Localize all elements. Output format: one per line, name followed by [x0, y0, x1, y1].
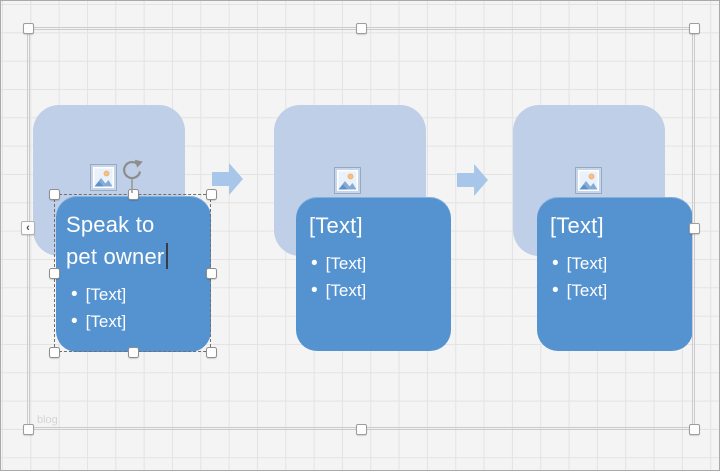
insert-picture-icon[interactable] — [90, 164, 117, 191]
node-bullet[interactable]: • [Text] — [311, 277, 443, 304]
rotate-icon[interactable] — [120, 159, 144, 195]
node-handle-top-left[interactable] — [49, 189, 60, 200]
node-title[interactable]: [Text] — [547, 210, 674, 242]
node-title-text: Speak to pet owner — [66, 212, 165, 269]
node-handle-bottom-right[interactable] — [206, 347, 217, 358]
node-bullet[interactable]: • [Text] — [311, 250, 443, 277]
node-title-text: [Text] — [550, 213, 604, 238]
smartart-node-3[interactable]: [Text] • [Text] • [Text] — [537, 197, 693, 351]
bullet-text: [Text] — [566, 254, 608, 273]
faint-background-text: blog — [37, 414, 58, 426]
bullet-icon: • — [552, 280, 559, 301]
bullet-icon: • — [71, 284, 78, 305]
selection-handle-top-right[interactable] — [689, 23, 700, 34]
node-bullet[interactable]: • [Text] — [552, 250, 685, 277]
selection-handle-top-center[interactable] — [356, 23, 367, 34]
node-handle-top-center[interactable] — [128, 189, 139, 200]
node-handle-mid-left[interactable] — [49, 268, 60, 279]
bullet-icon: • — [311, 253, 318, 274]
node-handle-top-right[interactable] — [206, 189, 217, 200]
bullet-text: [Text] — [566, 281, 608, 300]
selection-handle-bottom-left[interactable] — [23, 424, 34, 435]
node-handle-bottom-left[interactable] — [49, 347, 60, 358]
node-bullet[interactable]: • [Text] — [71, 281, 203, 308]
bullet-text: [Text] — [85, 285, 127, 304]
selection-handle-bottom-center[interactable] — [356, 424, 367, 435]
node-bullet[interactable]: • [Text] — [552, 277, 685, 304]
bullet-text: [Text] — [325, 281, 367, 300]
insert-picture-icon[interactable] — [575, 167, 602, 194]
insert-picture-icon[interactable] — [334, 167, 361, 194]
text-pane-toggle-button[interactable]: ‹ — [21, 221, 35, 235]
bullet-icon: • — [311, 280, 318, 301]
node-title[interactable]: Speak to pet owner — [66, 209, 190, 273]
selection-handle-top-left[interactable] — [23, 23, 34, 34]
selection-handle-mid-right[interactable] — [689, 223, 700, 234]
smartart-node-2[interactable]: [Text] • [Text] • [Text] — [296, 197, 451, 351]
smartart-node-1[interactable]: Speak to pet owner • [Text] • [Text] — [56, 196, 211, 352]
node-handle-mid-right[interactable] — [206, 268, 217, 279]
selection-handle-bottom-right[interactable] — [689, 424, 700, 435]
bullet-text: [Text] — [85, 312, 127, 331]
text-cursor — [166, 243, 169, 269]
bullet-text: [Text] — [325, 254, 367, 273]
node-bullet[interactable]: • [Text] — [71, 308, 203, 335]
node-selection-border — [54, 194, 211, 352]
node-title[interactable]: [Text] — [306, 210, 433, 242]
chevron-left-icon: ‹ — [26, 221, 30, 234]
node-handle-bottom-center[interactable] — [128, 347, 139, 358]
bullet-icon: • — [71, 311, 78, 332]
node-title-text: [Text] — [309, 213, 363, 238]
bullet-icon: • — [552, 253, 559, 274]
